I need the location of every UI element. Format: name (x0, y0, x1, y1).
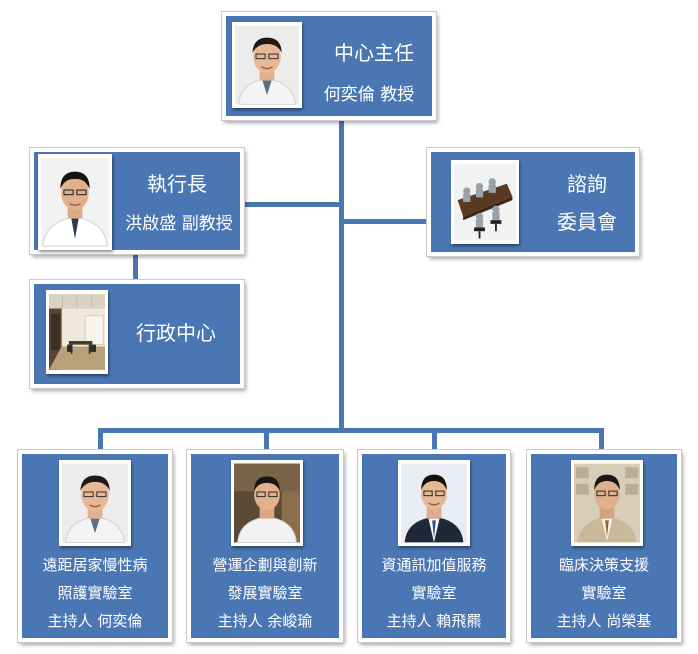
lab4-name-line1: 臨床決策支援 (558, 556, 649, 574)
ceo-portrait-icon (38, 154, 112, 250)
advisory-line2: 委員會 (557, 210, 617, 234)
ceo-name: 洪啟盛 副教授 (125, 214, 233, 234)
lab2-name-line1: 營運企劃與創新 (212, 556, 318, 574)
connector-ceo-admin (133, 252, 138, 280)
connector-lab2-drop (264, 428, 269, 450)
ceo-box: 執行長 洪啟盛 副教授 (30, 148, 244, 254)
connector-ceo-branch (244, 202, 342, 207)
lab4-pi-portrait-icon (571, 460, 643, 546)
admin-center-title: 行政中心 (136, 321, 216, 345)
lab3-name-line2: 實驗室 (411, 584, 457, 602)
lab2-name-line2: 發展實驗室 (227, 584, 303, 602)
office-interior-icon (46, 290, 108, 374)
lab-box-1: 遠距居家慢性病 照護實驗室 主持人 何奕倫 (18, 450, 172, 642)
director-box: 中心主任 何奕倫 教授 (222, 12, 436, 120)
connector-lab3-drop (432, 428, 437, 450)
lab4-name-line2: 實驗室 (581, 584, 627, 602)
lab1-pi-portrait-icon (59, 460, 131, 546)
lab2-pi: 主持人 余峻瑜 (217, 612, 313, 630)
lab1-name-line2: 照護實驗室 (57, 584, 133, 602)
conference-room-icon (451, 160, 519, 244)
connector-lab1-drop (98, 428, 103, 450)
lab3-pi-portrait-icon (398, 460, 470, 546)
director-title: 中心主任 (334, 41, 414, 65)
connector-advisory-branch (342, 219, 428, 224)
lab1-name-line1: 遠距居家慢性病 (42, 556, 148, 574)
connector-labs-bus (98, 428, 604, 433)
lab2-pi-portrait-icon (231, 460, 303, 546)
lab1-pi: 主持人 何奕倫 (47, 612, 143, 630)
lab3-name-line1: 資通訊加值服務 (381, 556, 487, 574)
ceo-title: 執行長 (147, 172, 207, 196)
lab-box-3: 資通訊加值服務 實驗室 主持人 賴飛羆 (358, 450, 510, 642)
lab4-pi: 主持人 尚榮基 (556, 612, 652, 630)
lab3-pi: 主持人 賴飛羆 (386, 612, 482, 630)
lab-box-4: 臨床決策支援 實驗室 主持人 尚榮基 (527, 450, 681, 642)
admin-center-box: 行政中心 (30, 280, 244, 388)
lab-box-2: 營運企劃與創新 發展實驗室 主持人 余峻瑜 (187, 450, 343, 642)
director-portrait-icon (232, 22, 302, 108)
connector-lab4-drop (599, 428, 604, 450)
director-name: 何奕倫 教授 (323, 85, 415, 105)
connector-trunk (339, 118, 344, 432)
advisory-committee-box: 諮詢 委員會 (427, 148, 639, 256)
advisory-line1: 諮詢 (567, 172, 607, 196)
